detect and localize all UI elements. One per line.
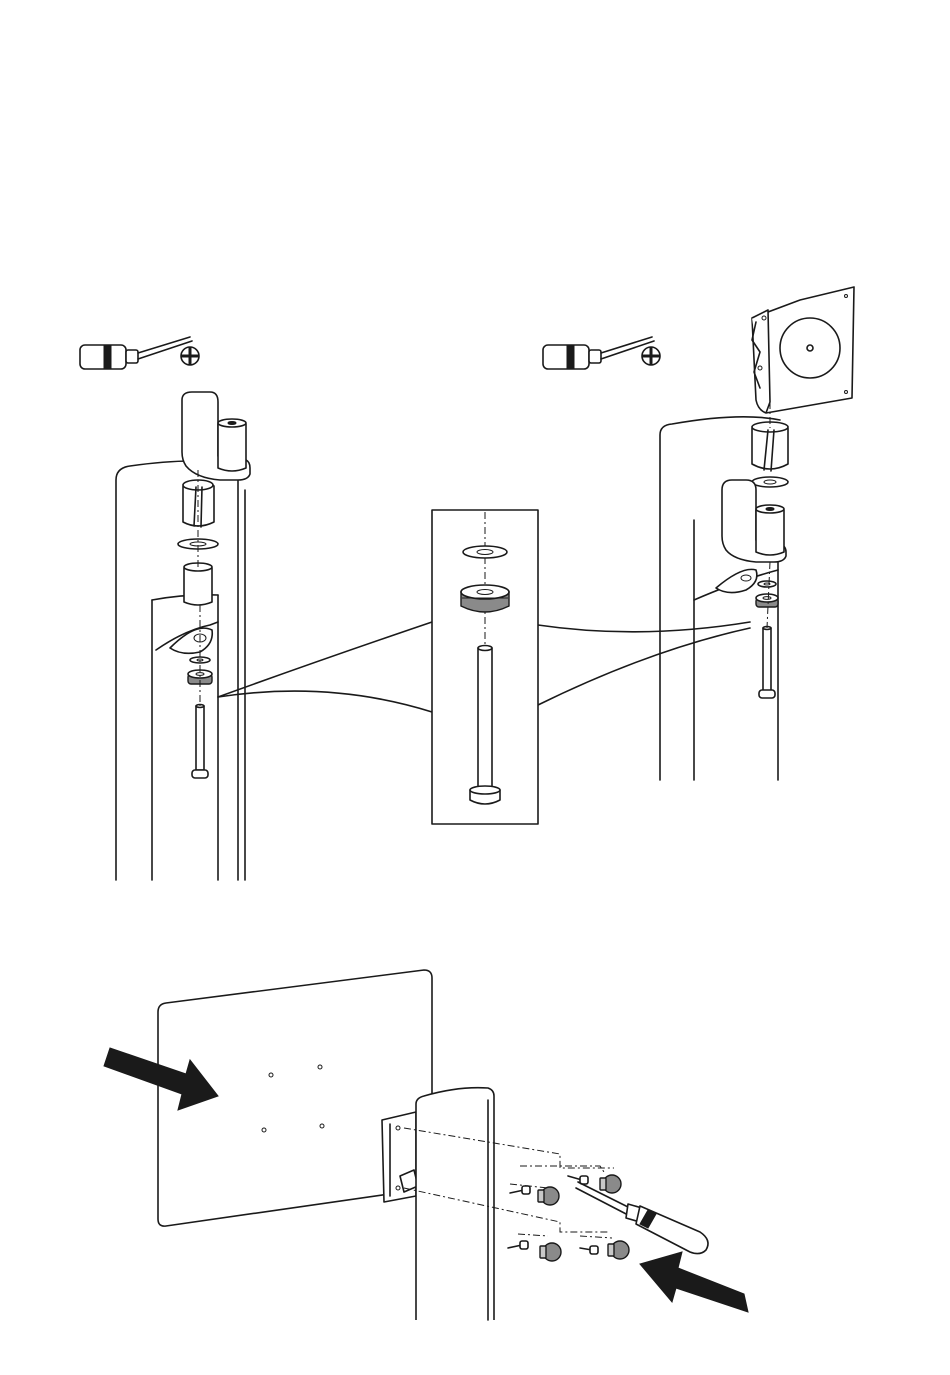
step-3-assembly [104, 970, 748, 1320]
washer [752, 477, 788, 487]
detail-callout [218, 510, 750, 824]
column-cap [182, 392, 250, 480]
column-left [116, 461, 245, 880]
column-cap [722, 480, 786, 562]
step-1-assembly [80, 337, 250, 880]
phillips-screwdriver-icon [543, 337, 660, 369]
mount-bracket [752, 287, 854, 413]
bushing-washer [756, 581, 778, 607]
pivot-pin [759, 627, 775, 699]
screwdriver-icon [576, 1182, 708, 1254]
phillips-screwdriver-icon [80, 337, 199, 369]
column-bottom [416, 1088, 494, 1320]
split-sleeve [752, 422, 788, 471]
pivot-pin [192, 705, 208, 779]
push-arrow-right [640, 1252, 748, 1312]
vesa-plate [382, 1112, 418, 1202]
step-2-assembly [543, 287, 854, 780]
